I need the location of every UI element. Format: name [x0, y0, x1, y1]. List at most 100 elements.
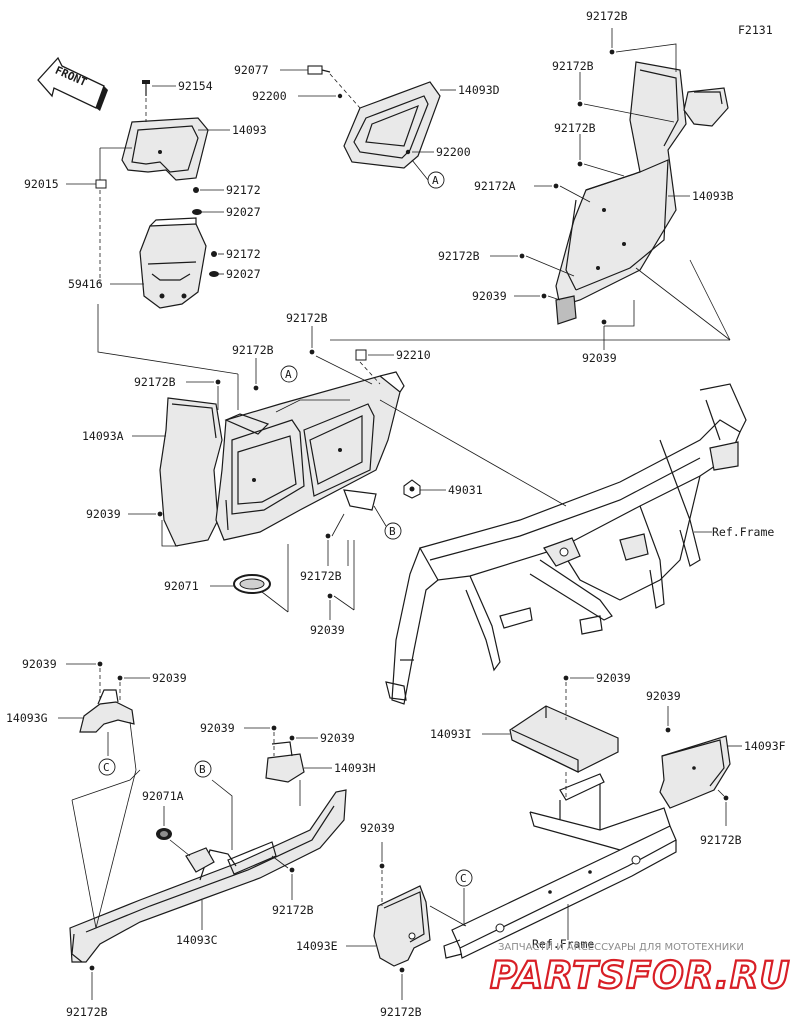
label-92172-a: 92172 — [226, 183, 261, 197]
label-14093: 14093 — [232, 123, 267, 137]
screw-92172B-b1 — [289, 867, 295, 873]
bolt-92039-br2 — [665, 727, 671, 733]
label-92172B-b2: 92172B — [66, 1005, 108, 1019]
label-92172A: 92172A — [474, 179, 516, 193]
label-ref-frame-upper: Ref.Frame — [712, 525, 774, 539]
label-92071A: 92071A — [142, 789, 184, 803]
part-14093G-guard — [79, 689, 135, 733]
washer-92027-b — [209, 271, 219, 277]
bolt-92039-m2 — [327, 593, 333, 599]
label-14093I: 14093I — [430, 727, 472, 741]
label-92210: 92210 — [396, 348, 431, 362]
watermark-tagline: ЗАПЧАСТИ И АКСЕССУАРЫ ДЛЯ МОТОТЕХНИКИ — [498, 942, 744, 953]
screw-92172B-br1 — [723, 795, 729, 801]
screw-92172B-m1 — [309, 349, 315, 355]
screw-92172B-br2 — [399, 967, 405, 973]
screw-92172B-r1 — [577, 101, 583, 107]
label-ref-frame-lower: Ref.Frame — [532, 937, 594, 951]
part-14093I-plate — [509, 705, 619, 773]
grommet-92210 — [355, 349, 367, 361]
washer-92200-b — [405, 149, 411, 155]
label-92039-h2: 92039 — [320, 731, 355, 745]
label-92039-m2: 92039 — [310, 623, 345, 637]
screw-92172B-b2 — [89, 965, 95, 971]
callout-b-2: B — [194, 760, 212, 778]
label-92172B-m2: 92172B — [232, 343, 274, 357]
screw-92172B-m3 — [215, 379, 221, 385]
callout-c-1: C — [98, 758, 116, 776]
bolt-92039-bl2 — [117, 675, 123, 681]
screw-92172B-r2 — [577, 161, 583, 167]
label-14093C: 14093C — [176, 933, 218, 947]
label-92039-bl1: 92039 — [22, 657, 57, 671]
label-92039-h1: 92039 — [200, 721, 235, 735]
part-14093-cover — [121, 117, 209, 181]
label-92154: 92154 — [178, 79, 213, 93]
label-14093G: 14093G — [6, 711, 48, 725]
bolt-92039-r2 — [601, 319, 607, 325]
label-92172B-br2: 92172B — [380, 1005, 422, 1019]
label-92039-br3: 92039 — [360, 821, 395, 835]
label-92200-b: 92200 — [436, 145, 471, 159]
label-92077: 92077 — [234, 63, 269, 77]
callout-c-1-label: C — [103, 761, 110, 774]
part-14093A-shroud — [159, 371, 405, 547]
label-92015: 92015 — [24, 177, 59, 191]
grommet-92071 — [233, 574, 271, 594]
label-92071: 92071 — [164, 579, 199, 593]
watermark-brand: PARTSFOR.RU — [490, 954, 791, 997]
label-14093F: 14093F — [744, 739, 786, 753]
bracket-59416 — [139, 217, 207, 309]
partsfor-watermark: ЗАПЧАСТИ И АКСЕССУАРЫ ДЛЯ МОТОТЕХНИКИ PA… — [489, 942, 791, 998]
label-92027-a: 92027 — [226, 205, 261, 219]
part-14093E-cover — [373, 885, 431, 967]
callout-a-2-label: A — [285, 368, 292, 381]
bolt-92154 — [142, 80, 150, 96]
label-92172B-br1: 92172B — [700, 833, 742, 847]
label-92172B-r1: 92172B — [552, 59, 594, 73]
bolt-92039-br3 — [379, 863, 385, 869]
part-14093D-frame — [343, 81, 441, 169]
bolt-92039-bl1 — [97, 661, 103, 667]
label-14093E: 14093E — [296, 939, 338, 953]
label-49031: 49031 — [448, 483, 483, 497]
lower-frame-rail-reference — [443, 773, 677, 959]
grommet-92071A — [156, 828, 172, 840]
label-14093H: 14093H — [334, 761, 376, 775]
callout-c-2: C — [455, 869, 473, 887]
label-92172B-r2: 92172B — [554, 121, 596, 135]
label-92039-r2: 92039 — [582, 351, 617, 365]
main-frame-reference — [385, 383, 747, 705]
label-92039-r1: 92039 — [472, 289, 507, 303]
figure-code: F2131 — [738, 23, 773, 37]
label-59416: 59416 — [68, 277, 103, 291]
label-92172B-top: 92172B — [586, 9, 628, 23]
label-92039-br2: 92039 — [646, 689, 681, 703]
bracket-b — [343, 489, 377, 511]
bolt-92039-h1 — [271, 725, 277, 731]
label-14093D: 14093D — [458, 83, 500, 97]
bolt-92039-br1 — [563, 675, 569, 681]
label-14093B: 14093B — [692, 189, 734, 203]
part-14093H-bracket — [265, 741, 305, 783]
screw-92172B-m4 — [325, 533, 331, 539]
bolt-92039-h2 — [289, 735, 295, 741]
callout-b-1-label: B — [389, 525, 396, 538]
label-14093A: 14093A — [82, 429, 124, 443]
part-14093F-cover — [659, 735, 731, 809]
nut-49031 — [403, 479, 421, 499]
part-14093C-underguard — [69, 789, 347, 963]
bolt-92039-r1 — [541, 293, 547, 299]
bolt-92039-m1 — [157, 511, 163, 517]
bolt-92077 — [307, 65, 331, 75]
label-92172B-m4: 92172B — [300, 569, 342, 583]
label-92200-a: 92200 — [252, 89, 287, 103]
part-14093B-panel — [555, 61, 729, 325]
clip-92015 — [95, 179, 107, 189]
label-92039-br1: 92039 — [596, 671, 631, 685]
callout-a-1-label: A — [432, 174, 439, 187]
screw-92172A — [553, 183, 559, 189]
label-92039-bl2: 92039 — [152, 671, 187, 685]
